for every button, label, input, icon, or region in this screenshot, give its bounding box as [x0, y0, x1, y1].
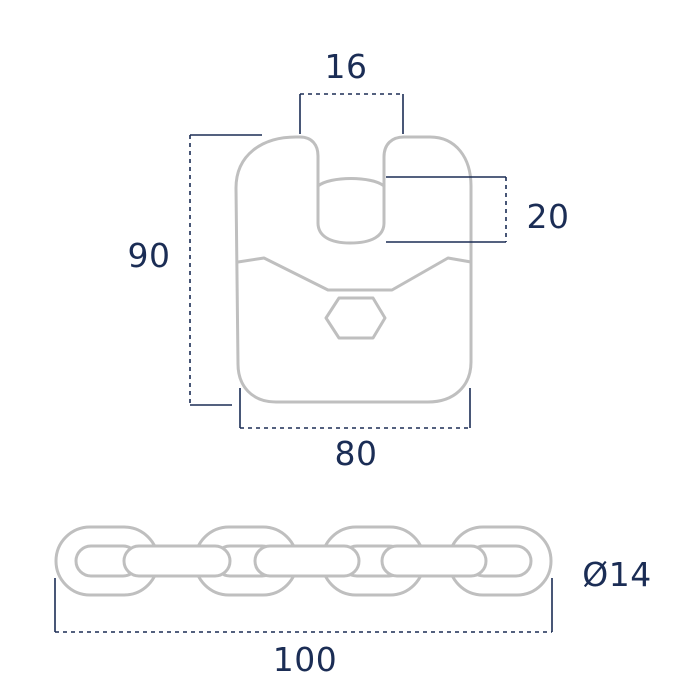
chain-link-6: [380, 544, 488, 578]
chain-bracket-drawing: [234, 135, 473, 404]
dimension-width: 80: [239, 388, 471, 473]
dimension-chain-length: 100: [54, 578, 553, 679]
dimension-slot-width: 16: [299, 47, 404, 134]
chain-length-label: 100: [273, 640, 338, 679]
chain-link-4: [253, 544, 361, 578]
slot-depth-label: 20: [527, 197, 570, 236]
bracket-outline: [234, 135, 473, 404]
chain-link-2: [122, 544, 232, 578]
hexagon-nut: [324, 296, 387, 340]
slot-width-label: 16: [325, 47, 368, 86]
height-label: 90: [128, 236, 171, 275]
chain-diameter-label: Ø14: [582, 555, 651, 594]
dimension-height: 90: [128, 134, 262, 406]
slot-inner-arc: [316, 177, 386, 188]
width-label: 80: [335, 434, 378, 473]
bracket-divider-line: [236, 256, 473, 292]
dimension-slot-depth: 20: [386, 176, 570, 243]
chain-drawing: [54, 525, 553, 597]
